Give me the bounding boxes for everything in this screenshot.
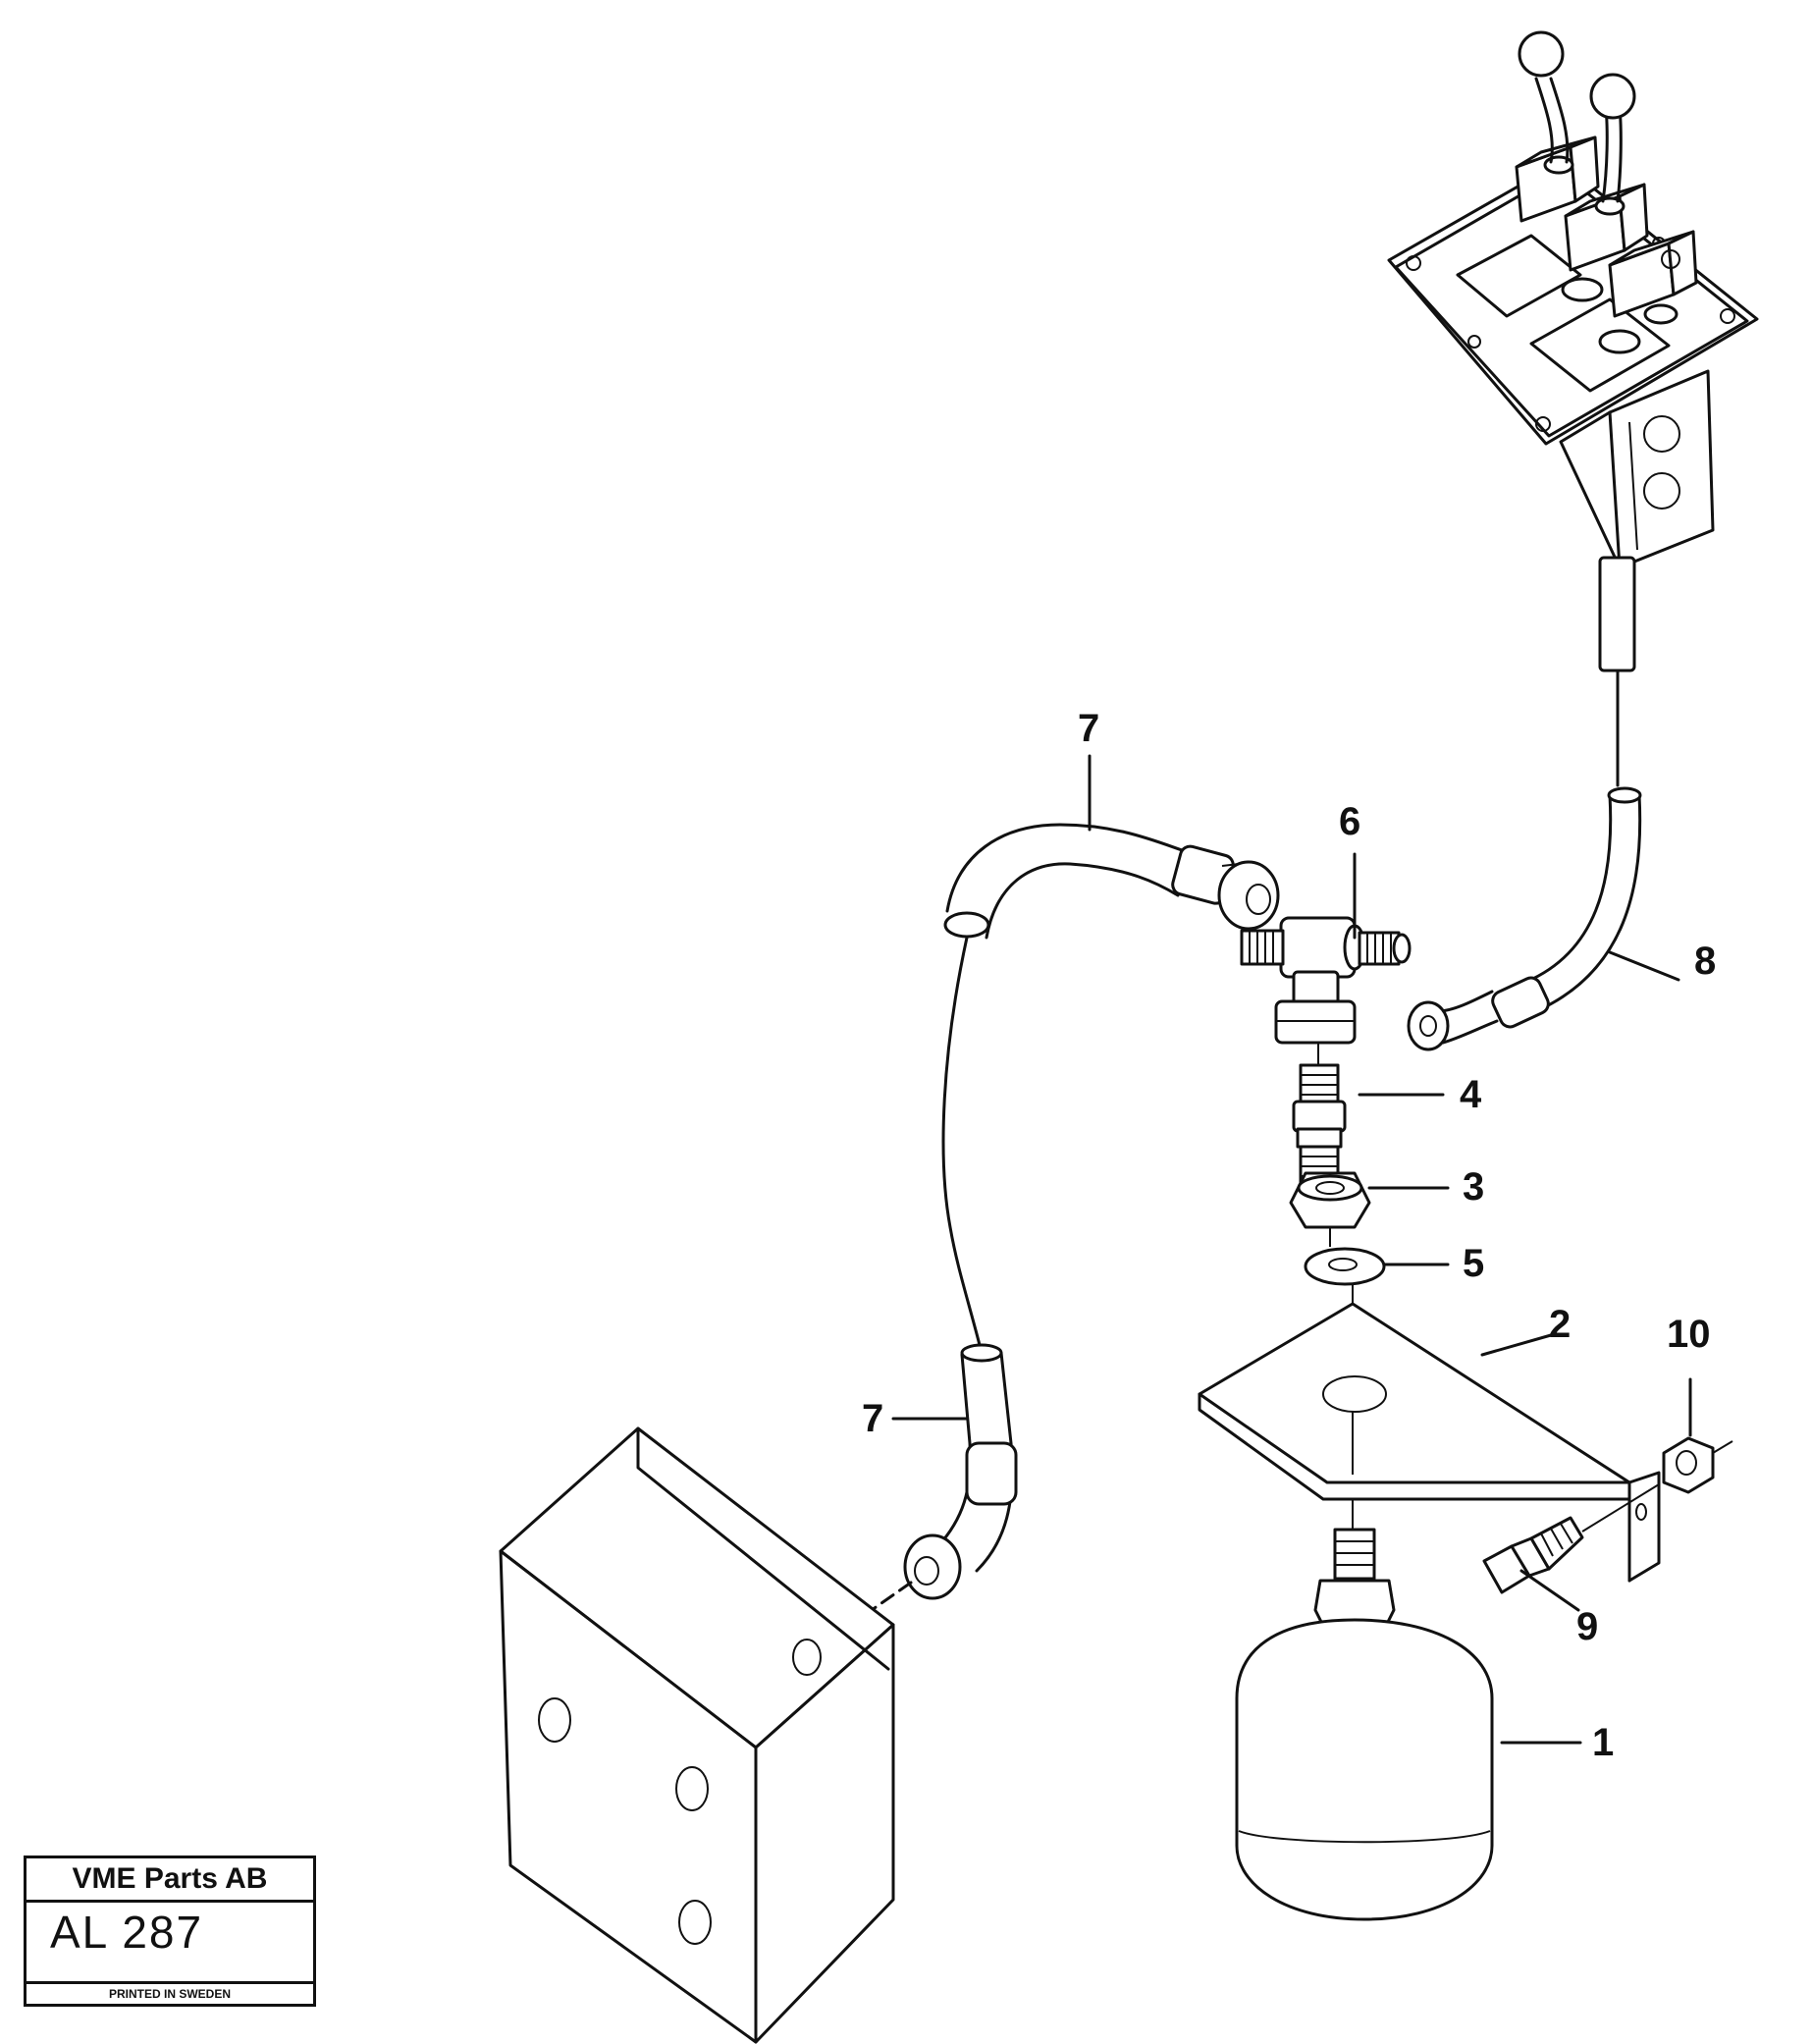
- nut-10: [1662, 1436, 1733, 1494]
- callout-8: 8: [1694, 940, 1716, 983]
- bracket-2: [1198, 1302, 1661, 1583]
- drawing-code: AL 287: [50, 1907, 204, 1958]
- callout-6: 6: [1339, 800, 1360, 843]
- control-valve: [1387, 30, 1759, 787]
- nut-3: [1289, 1171, 1371, 1229]
- tee-fitting-6: [1240, 916, 1412, 1045]
- printed-in-footer: PRINTED IN SWEDEN: [27, 1981, 313, 2004]
- nipple-4: [1292, 1043, 1347, 1200]
- callout-4: 4: [1460, 1073, 1482, 1116]
- callout-3: 3: [1463, 1165, 1484, 1209]
- callout-leaders: [891, 754, 1692, 1745]
- accumulator-1: [1235, 1499, 1494, 1921]
- hose-8: [1407, 786, 1642, 1051]
- company-name: VME Parts AB: [27, 1858, 313, 1903]
- callout-9: 9: [1576, 1605, 1598, 1648]
- callout-7-lower: 7: [862, 1397, 883, 1440]
- callout-1: 1: [1592, 1721, 1614, 1764]
- title-block: VME Parts AB AL 287 PRINTED IN SWEDEN: [24, 1856, 316, 2007]
- callout-numbers: 7 6 8 4 3 5 2 10 7 9 1: [862, 707, 1716, 1764]
- bolt-9: [1482, 1483, 1660, 1594]
- junction-box: [499, 1426, 895, 2044]
- callout-7-upper: 7: [1078, 707, 1099, 750]
- hose-7-upper: [941, 823, 1280, 1347]
- callout-5: 5: [1463, 1242, 1484, 1285]
- callout-2: 2: [1549, 1303, 1571, 1346]
- callout-10: 10: [1667, 1313, 1711, 1356]
